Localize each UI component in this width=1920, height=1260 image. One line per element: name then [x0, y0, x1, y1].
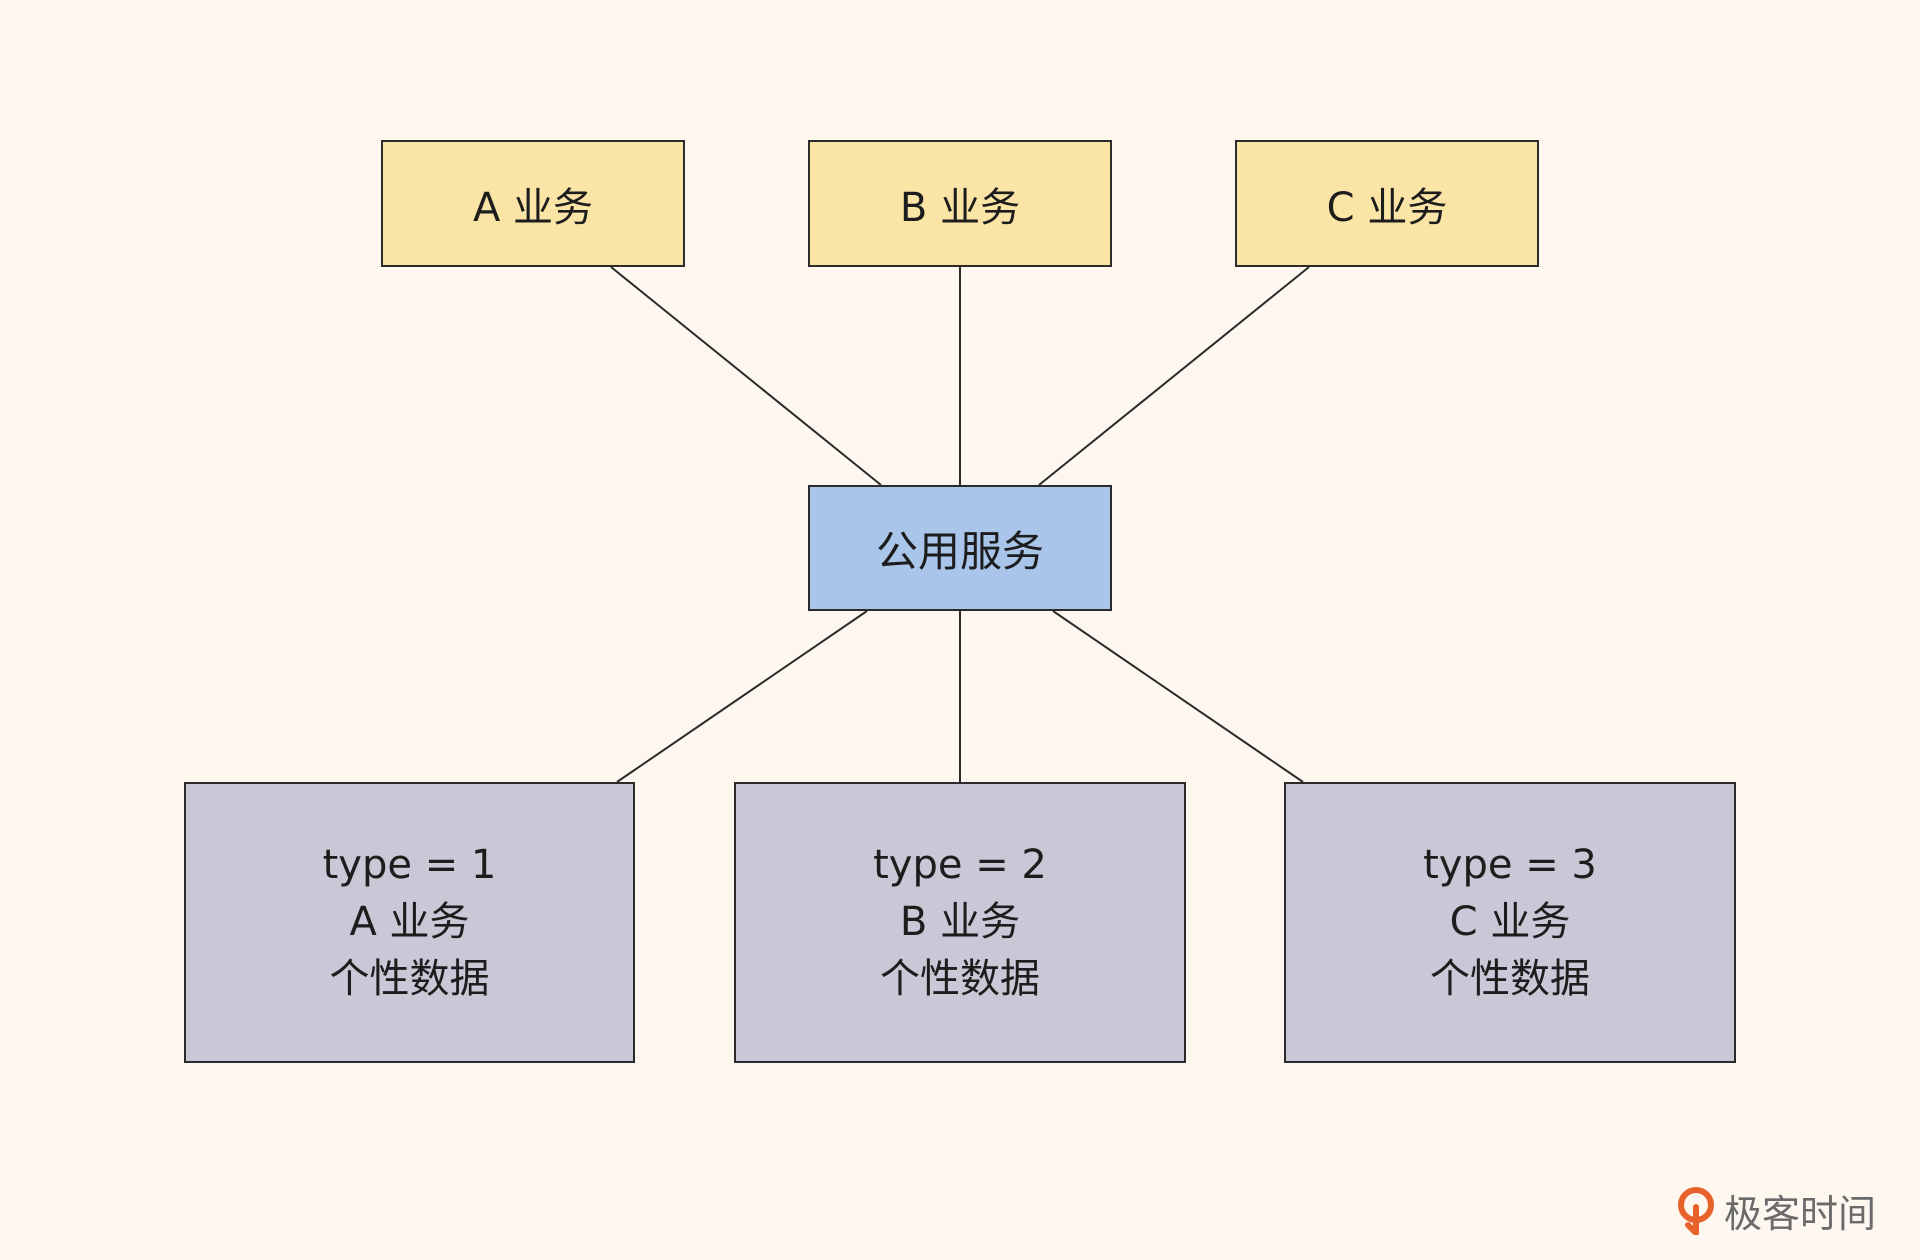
data-type1-line1: type = 1 — [322, 842, 497, 888]
data-type3-line2: C 业务 — [1449, 899, 1571, 945]
data-type1-line2: A 业务 — [349, 899, 470, 945]
common-service-node: 公用服务 — [808, 485, 1112, 611]
connector-c-to-service — [1038, 266, 1310, 486]
connector-service-to-type1 — [616, 610, 868, 783]
business-a-node: A 业务 — [381, 140, 685, 267]
business-a-label: A 业务 — [472, 184, 594, 231]
geektime-logo-icon — [1677, 1186, 1714, 1235]
data-type3-line1: type = 3 — [1423, 842, 1597, 888]
business-b-node: B 业务 — [808, 140, 1112, 267]
data-type2-line2: B 业务 — [899, 899, 1021, 945]
data-type3-line3: 个性数据 — [1430, 956, 1590, 1002]
data-type1-node: type = 1 A 业务 个性数据 — [184, 782, 635, 1063]
connector-service-to-type3 — [1052, 610, 1304, 783]
connector-a-to-service — [610, 266, 882, 486]
data-type2-line1: type = 2 — [873, 842, 1047, 888]
watermark-text: 极客时间 — [1723, 1192, 1876, 1236]
watermark: 极客时间 — [1676, 1183, 1876, 1238]
data-type3-node: type = 3 C 业务 个性数据 — [1284, 782, 1736, 1063]
business-c-node: C 业务 — [1235, 140, 1539, 267]
business-b-label: B 业务 — [899, 184, 1021, 231]
data-type1-line3: 个性数据 — [329, 956, 490, 1002]
common-service-label: 公用服务 — [875, 526, 1044, 576]
business-c-label: C 业务 — [1326, 184, 1448, 231]
data-type2-node: type = 2 B 业务 个性数据 — [734, 782, 1186, 1063]
data-type2-line3: 个性数据 — [880, 956, 1040, 1002]
